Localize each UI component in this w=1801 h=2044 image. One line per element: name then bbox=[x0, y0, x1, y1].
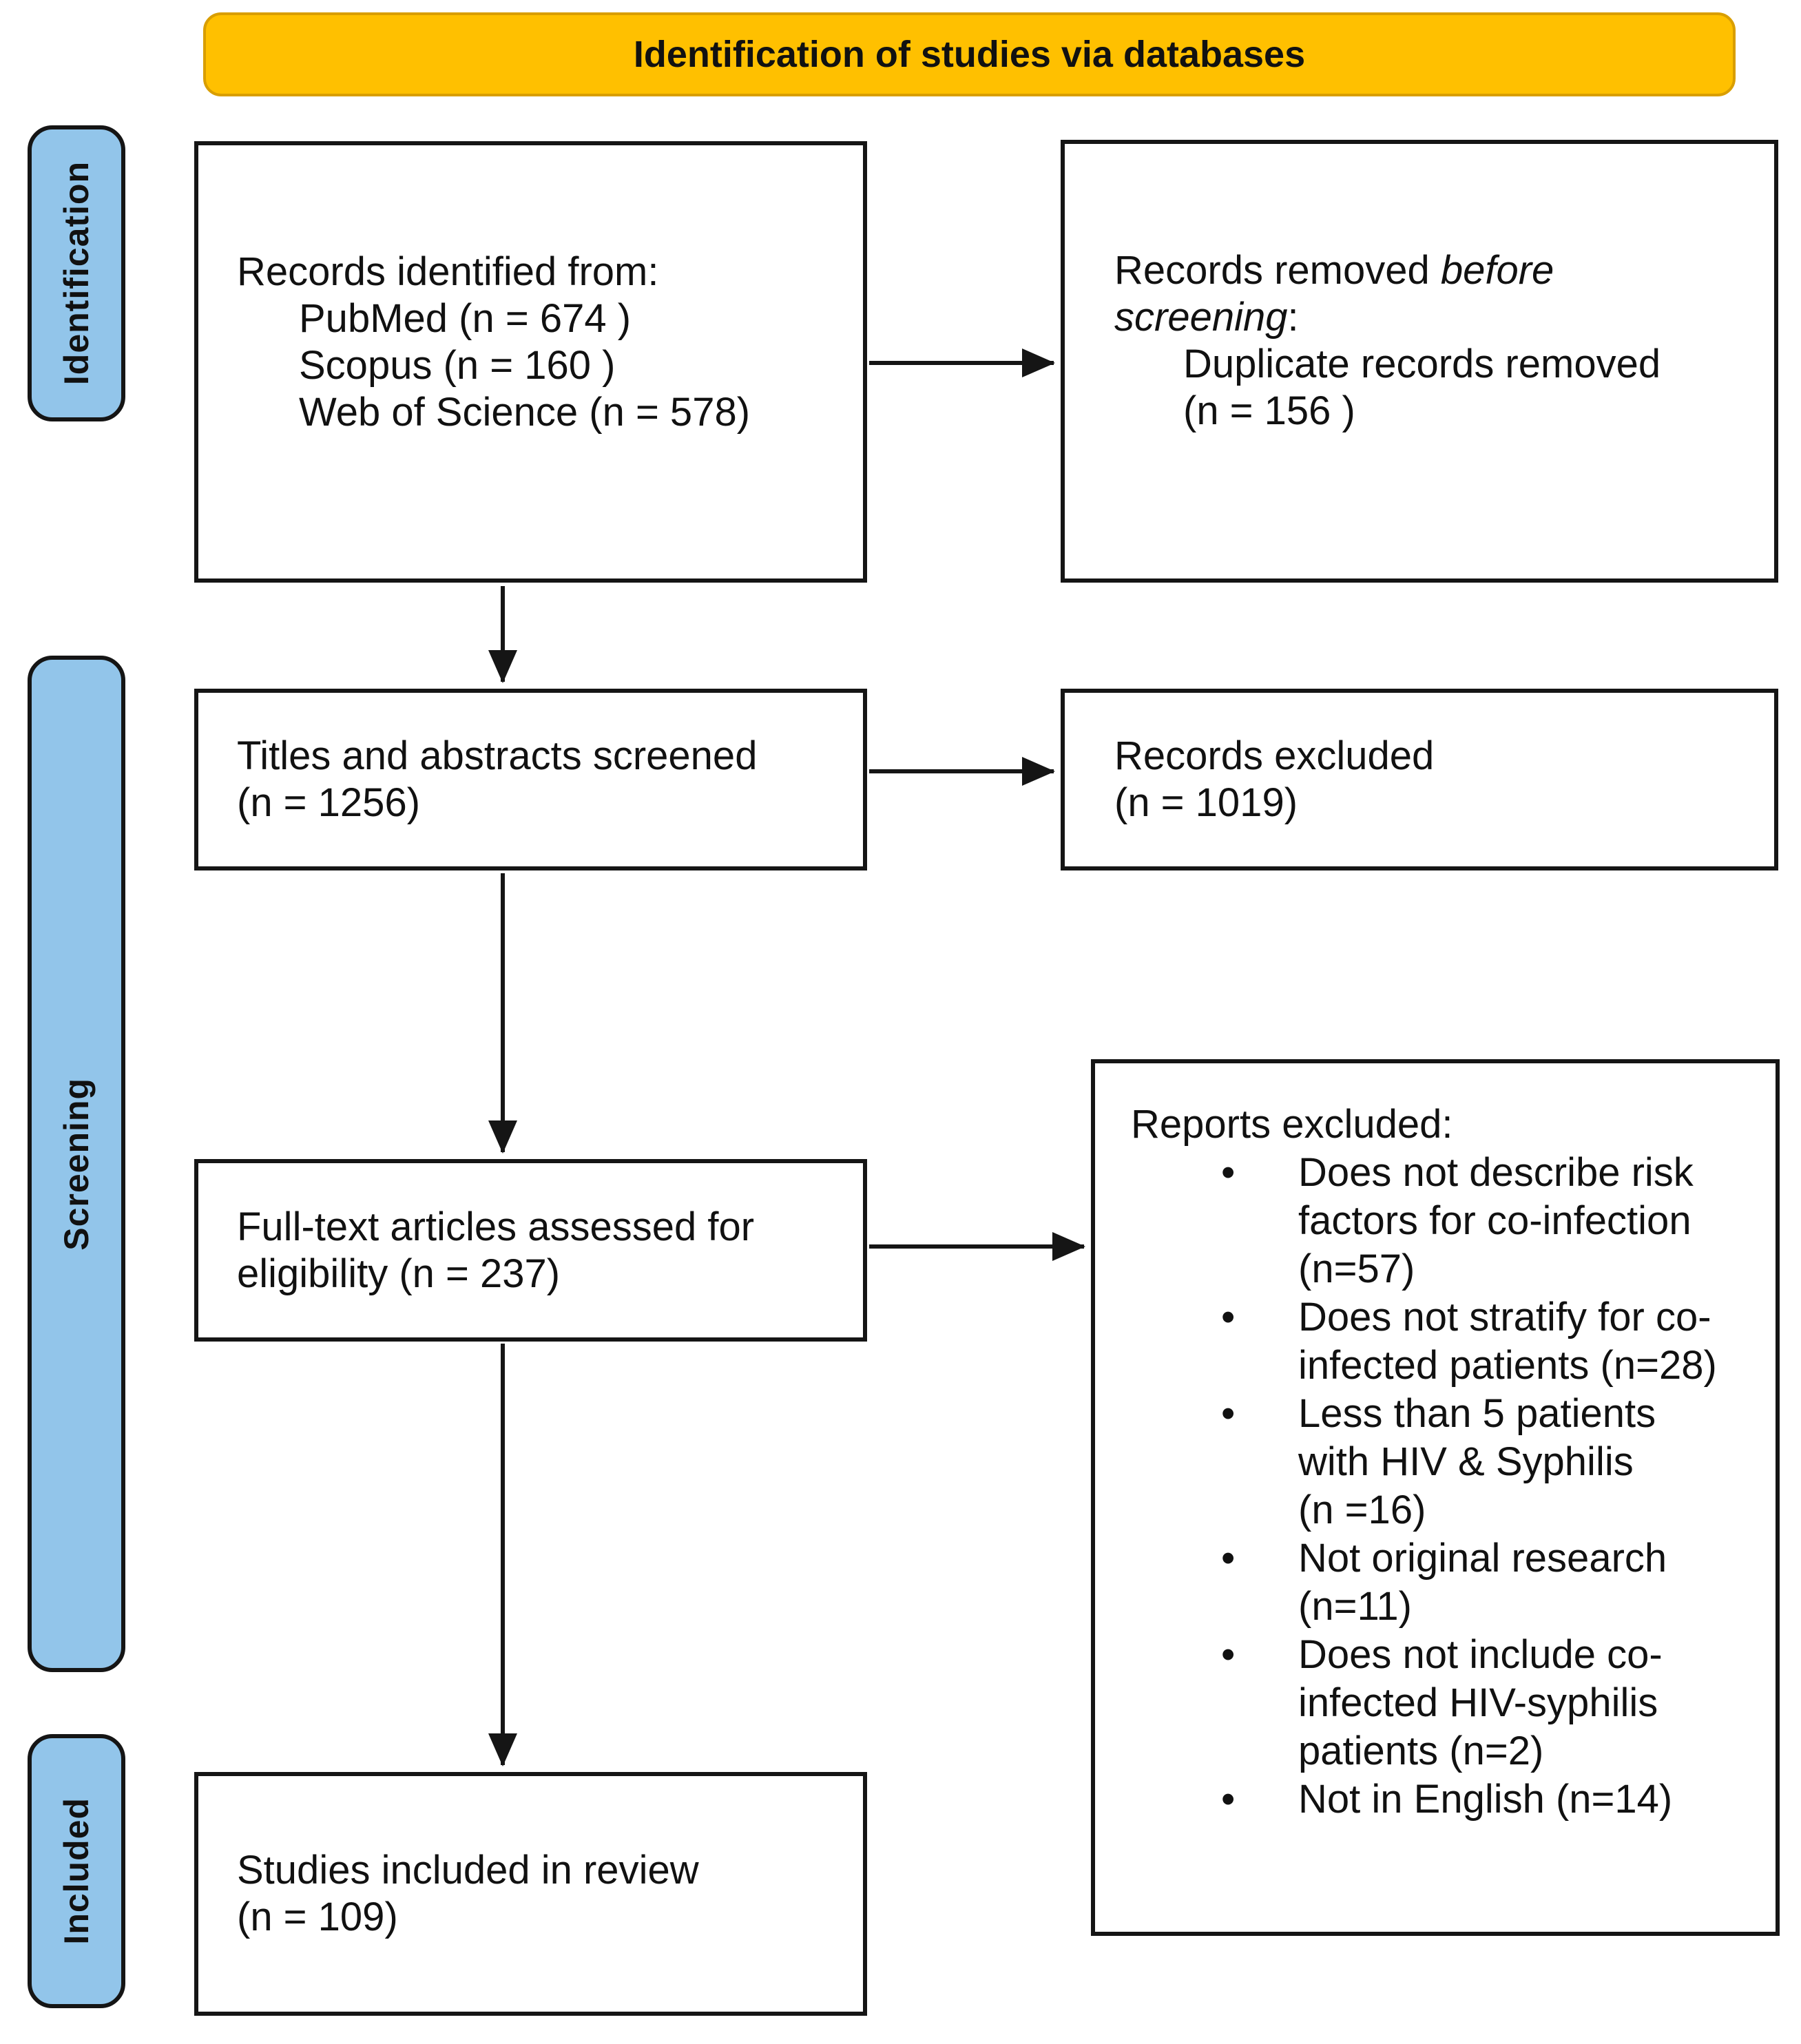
studies-included-count: (n = 109) bbox=[237, 1895, 398, 1939]
reports-excluded-title: Reports excluded: bbox=[1131, 1102, 1453, 1147]
bullet-icon: • bbox=[1221, 1391, 1236, 1436]
records-removed-prefix: Records removed bbox=[1114, 248, 1441, 293]
bullet-item: • Does not include co- infected HIV-syph… bbox=[1221, 1631, 1758, 1775]
box-reports-excluded: Reports excluded: • Does not describe ri… bbox=[1091, 1059, 1780, 1936]
bullet-text-stratify: Does not stratify for co- infected patie… bbox=[1298, 1295, 1717, 1388]
records-removed-line1: Records removed before bbox=[1114, 247, 1753, 294]
stage-bar-included: Included bbox=[28, 1734, 125, 2008]
stage-label-screening: Screening bbox=[57, 1077, 96, 1251]
header-banner: Identification of studies via databases bbox=[203, 12, 1736, 96]
duplicates-removed-line1: Duplicate records removed bbox=[1183, 342, 1661, 386]
stage-bar-identification: Identification bbox=[28, 125, 125, 421]
box-studies-included: Studies included in review (n = 109) bbox=[194, 1772, 867, 2016]
fulltext-line2: eligibility (n = 237) bbox=[237, 1251, 561, 1296]
records-removed-line2: screening: bbox=[1114, 294, 1753, 341]
bullet-text-not-english: Not in English (n=14) bbox=[1298, 1777, 1673, 1822]
box-records-identified: Records identified from: PubMed (n = 674… bbox=[194, 141, 867, 583]
bullet-item: • Less than 5 patients with HIV & Syphil… bbox=[1221, 1390, 1758, 1534]
bullet-text-less-than-5: Less than 5 patients with HIV & Syphilis… bbox=[1298, 1391, 1656, 1532]
bullet-icon: • bbox=[1221, 1536, 1236, 1581]
stage-label-included: Included bbox=[57, 1797, 96, 1945]
bullet-item: • Not original research (n=11) bbox=[1221, 1534, 1758, 1631]
titles-screened-line1: Titles and abstracts screened bbox=[237, 733, 758, 778]
bullet-text-not-coinfected: Does not include co- infected HIV-syphil… bbox=[1298, 1632, 1663, 1773]
bullet-text-risk-factors: Does not describe risk factors for co-in… bbox=[1298, 1150, 1694, 1291]
box-records-removed: Records removed before screening: Duplic… bbox=[1061, 140, 1778, 583]
source-scopus: Scopus (n = 160 ) bbox=[299, 343, 616, 388]
box-fulltext-assessed: Full-text articles assessed for eligibil… bbox=[194, 1159, 867, 1342]
titles-screened-count: (n = 1256) bbox=[237, 780, 421, 825]
records-removed-italic-screening: screening bbox=[1114, 295, 1288, 340]
bullet-icon: • bbox=[1221, 1632, 1236, 1677]
header-title: Identification of studies via databases bbox=[633, 34, 1306, 75]
stage-bar-screening: Screening bbox=[28, 656, 125, 1672]
bullet-text-not-original: Not original research (n=11) bbox=[1298, 1536, 1667, 1629]
bullet-item: • Does not stratify for co- infected pat… bbox=[1221, 1293, 1758, 1390]
source-web-of-science: Web of Science (n = 578) bbox=[299, 390, 751, 435]
records-removed-italic-before: before bbox=[1440, 248, 1554, 293]
records-identified-intro: Records identified from: bbox=[237, 249, 659, 294]
duplicates-removed-line2: (n = 156 ) bbox=[1183, 388, 1355, 433]
fulltext-line1: Full-text articles assessed for bbox=[237, 1204, 755, 1249]
bullet-icon: • bbox=[1221, 1150, 1236, 1195]
studies-included-line1: Studies included in review bbox=[237, 1848, 699, 1892]
records-excluded-count: (n = 1019) bbox=[1114, 780, 1298, 825]
bullet-item: • Not in English (n=14) bbox=[1221, 1775, 1758, 1824]
bullet-item: • Does not describe risk factors for co-… bbox=[1221, 1149, 1758, 1293]
records-excluded-line1: Records excluded bbox=[1114, 733, 1435, 778]
bullet-icon: • bbox=[1221, 1295, 1236, 1339]
bullet-icon: • bbox=[1221, 1777, 1236, 1822]
stage-label-identification: Identification bbox=[57, 161, 96, 386]
box-records-excluded: Records excluded (n = 1019) bbox=[1061, 689, 1778, 870]
source-pubmed: PubMed (n = 674 ) bbox=[299, 296, 632, 341]
box-titles-screened: Titles and abstracts screened (n = 1256) bbox=[194, 689, 867, 870]
records-removed-colon: : bbox=[1287, 295, 1299, 340]
